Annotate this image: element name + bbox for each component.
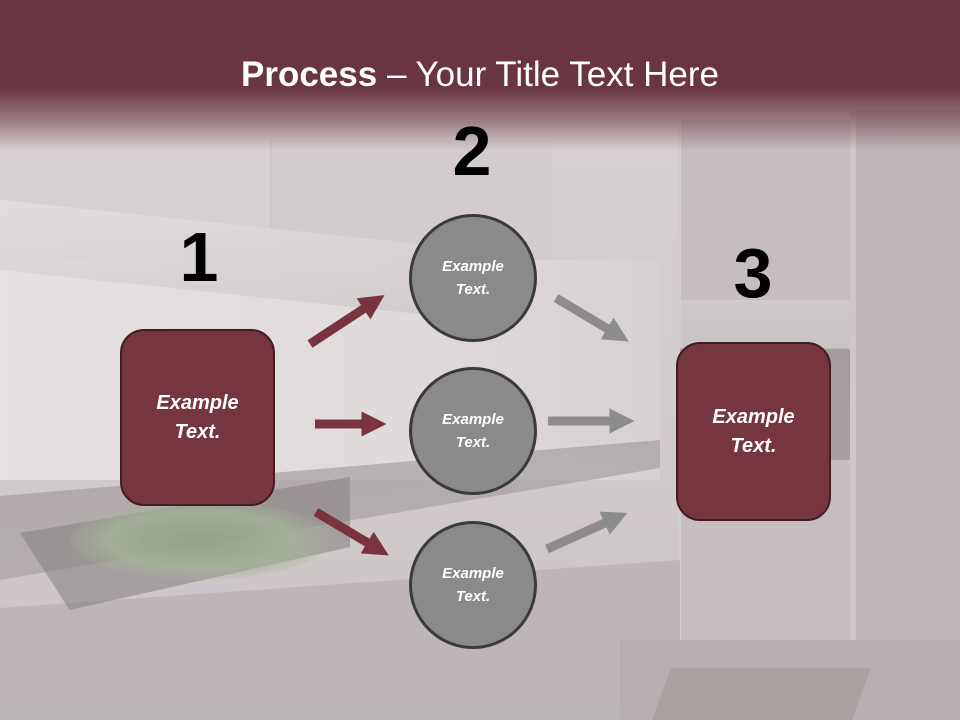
- step-1-box[interactable]: Example Text.: [120, 329, 275, 506]
- circle-1-label: Example Text.: [442, 258, 504, 298]
- circle-2-label: Example Text.: [442, 411, 504, 451]
- arrow-1-to-circle-1: [307, 295, 385, 348]
- step-3-box[interactable]: Example Text.: [676, 342, 831, 521]
- title-bold: Process: [241, 55, 378, 94]
- step-2-circle-3[interactable]: Example Text.: [409, 521, 537, 649]
- arrow-circle-3-to-3: [545, 511, 628, 554]
- circle-3-label: Example Text.: [442, 565, 504, 605]
- step-2-circle-2[interactable]: Example Text.: [409, 367, 537, 495]
- step-3-label: Example Text.: [712, 405, 795, 457]
- arrow-circle-1-to-3: [553, 294, 629, 342]
- title-band: Process – Your Title Text Here: [0, 0, 960, 150]
- bg-right-panel: [850, 110, 960, 670]
- slide-title[interactable]: Process – Your Title Text Here: [0, 54, 960, 96]
- step-number-2: 2: [452, 112, 492, 190]
- step-2-circle-1[interactable]: Example Text.: [409, 214, 537, 342]
- step-number-3: 3: [733, 234, 773, 312]
- bg-vegetables: [70, 500, 330, 580]
- title-rest: – Your Title Text Here: [377, 55, 719, 94]
- arrow-1-to-circle-3: [313, 508, 389, 556]
- step-1-label: Example Text.: [156, 391, 239, 443]
- step-number-1: 1: [179, 218, 219, 296]
